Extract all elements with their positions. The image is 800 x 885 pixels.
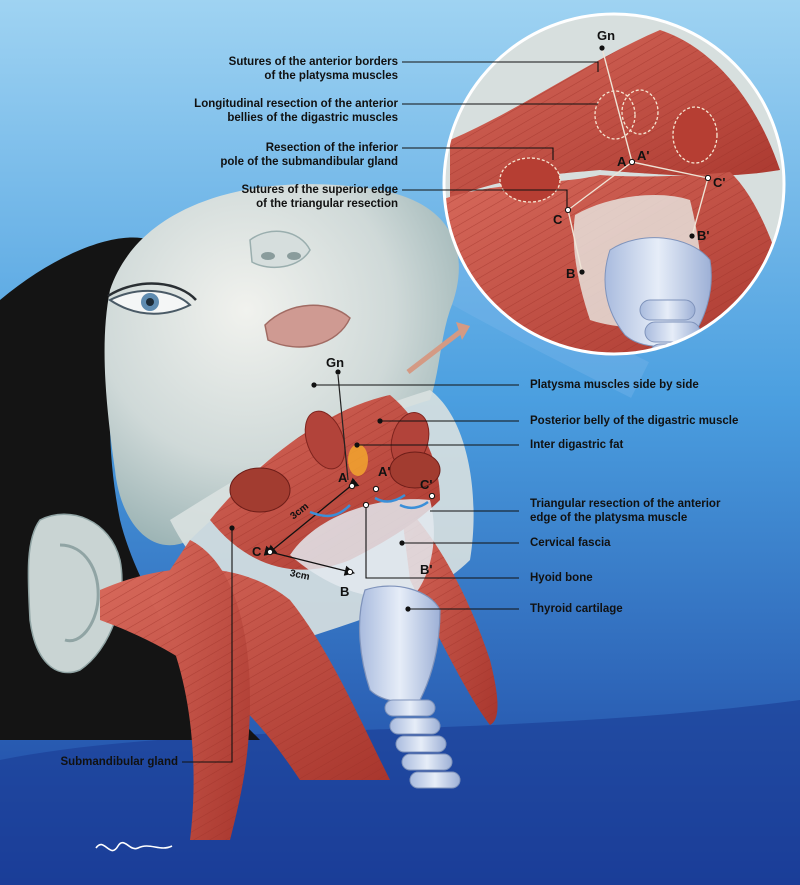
label-triangular-resection: Triangular resection of the anterior edg… <box>530 498 721 524</box>
point-b-zoom: B <box>566 266 575 281</box>
artist-signature <box>95 841 173 852</box>
label-cervical-fascia: Cervical fascia <box>530 537 611 549</box>
point-gn: Gn <box>326 355 344 370</box>
label-submandibular-gland: Submandibular gland <box>60 756 178 768</box>
point-b: B <box>340 584 349 599</box>
point-b-prime-zoom: B' <box>697 228 709 243</box>
measurement-cb: 3cm <box>289 568 311 583</box>
point-gn-zoom: Gn <box>597 28 615 43</box>
label-resection-inferior-pole: Resection of the inferior pole of the su… <box>220 142 398 168</box>
trachea <box>384 699 461 789</box>
lips <box>264 304 351 348</box>
label-longitudinal-resection: Longitudinal resection of the anterior b… <box>194 98 398 124</box>
label-thyroid-cartilage: Thyroid cartilage <box>530 603 623 615</box>
face <box>104 184 459 546</box>
label-platysma-side-by-side: Platysma muscles side by side <box>530 379 699 391</box>
point-c-prime-zoom: C' <box>713 175 725 190</box>
point-a-zoom: A <box>617 154 627 169</box>
submandibular-gland-shape <box>229 467 291 513</box>
leader-lines-left <box>182 61 599 763</box>
point-a: A <box>338 470 348 485</box>
point-c-zoom: C <box>553 212 563 227</box>
label-sutures-superior-edge: Sutures of the superior edge of the tria… <box>241 184 398 210</box>
point-b-prime: B' <box>420 562 432 577</box>
zoom-circle <box>442 12 786 356</box>
leader-lines-right <box>314 384 519 610</box>
ear <box>27 513 123 674</box>
point-a-prime: A' <box>378 464 390 479</box>
label-hyoid-bone: Hyoid bone <box>530 572 593 584</box>
point-a-prime-zoom: A' <box>637 148 649 163</box>
label-sutures-anterior-borders: Sutures of the anterior borders of the p… <box>228 56 398 82</box>
inter-digastric-fat-shape <box>348 444 368 476</box>
label-inter-digastric-fat: Inter digastric fat <box>530 439 624 451</box>
label-posterior-belly: Posterior belly of the digastric muscle <box>530 415 739 427</box>
point-c: C <box>252 544 262 559</box>
point-c-prime: C' <box>420 477 432 492</box>
